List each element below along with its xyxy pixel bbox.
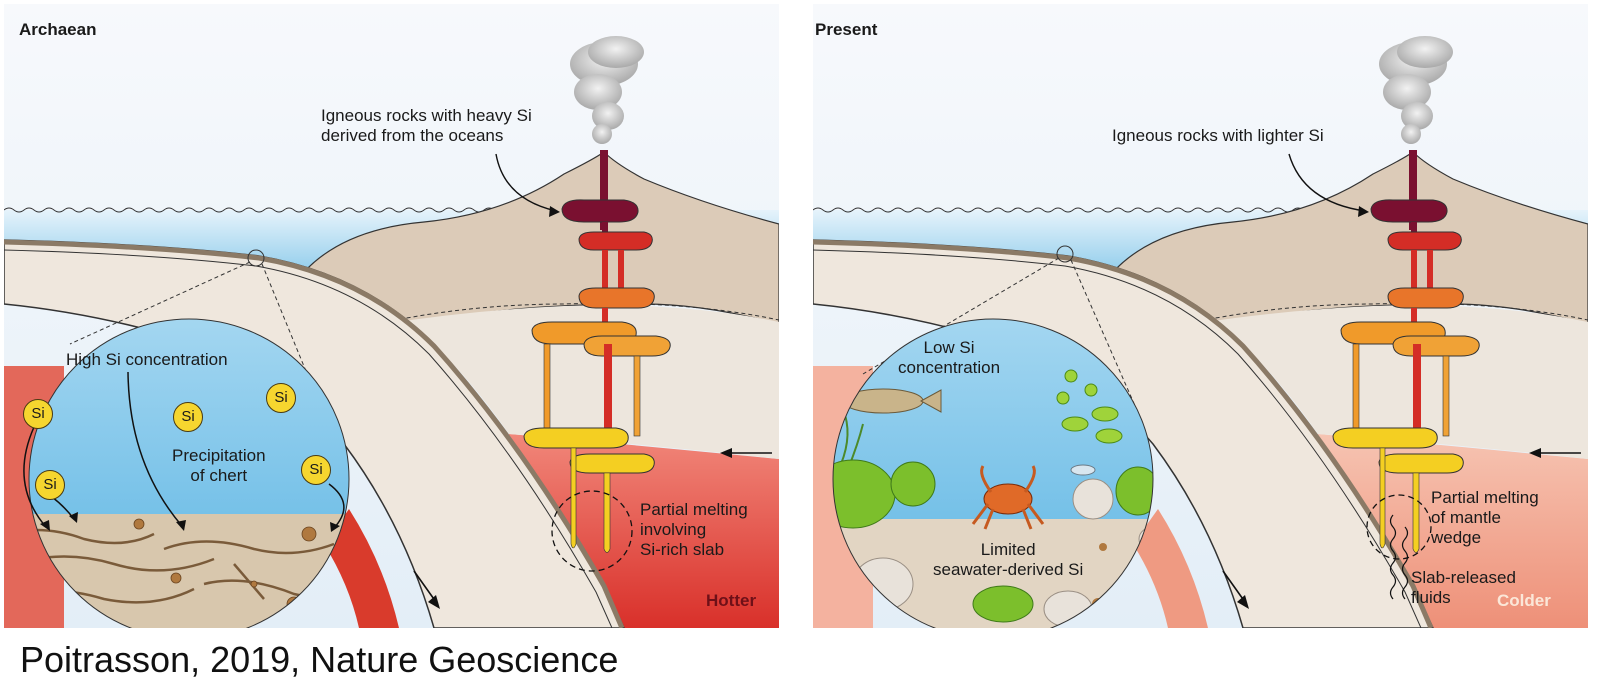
archaean-diagram	[4, 4, 779, 628]
plate-motion-arrow-right	[1529, 448, 1581, 458]
precipitation-label: Precipitation of chert	[172, 446, 266, 485]
melting-zone	[1366, 494, 1432, 560]
crab	[971, 465, 1045, 530]
archaean-panel: Archaean Igneous rocks with heavy Si der…	[4, 4, 779, 628]
present-panel: Present Igneous rocks with lighter Si Lo…	[813, 4, 1588, 628]
sea-surface	[4, 207, 505, 213]
limited-si-label: Limited seawater-derived Si	[933, 540, 1084, 579]
si-badge: Si	[173, 402, 203, 432]
zoom-line-left	[69, 261, 251, 345]
lithosphere-boundary	[385, 302, 779, 323]
igneous-arrow	[1288, 153, 1366, 212]
igneous-label: Igneous rocks with heavy Si derived from…	[321, 106, 532, 145]
subduction-arrow	[1222, 570, 1249, 609]
chert-cracks	[29, 528, 349, 604]
partial-melting-label: Partial melting involving Si-rich slab	[640, 500, 748, 559]
fluid-squiggles	[1389, 514, 1409, 600]
slab-fluids-label: Slab-released fluids	[1411, 568, 1516, 607]
zoom-marker	[247, 249, 265, 267]
inset-outline	[28, 318, 350, 628]
si-badge: Si	[301, 455, 331, 485]
panel-title: Present	[815, 20, 878, 39]
inset-outline	[832, 318, 1154, 628]
lithosphere	[384, 305, 779, 459]
concentration-label: High Si concentration	[66, 350, 228, 369]
present-diagram	[813, 4, 1588, 628]
igneous-arrowhead	[1358, 206, 1369, 217]
plate-motion-arrow-right	[720, 448, 772, 458]
slab-lower-cold	[1133, 509, 1208, 628]
subduction-arrow	[413, 570, 440, 609]
melting-zone	[551, 490, 633, 572]
ocean-floor-inset	[29, 319, 349, 628]
si-badge: Si	[23, 399, 53, 429]
magma-plumbing	[1332, 150, 1480, 553]
citation: Poitrasson, 2019, Nature Geoscience	[20, 639, 619, 680]
concentration-label: Low Si concentration	[898, 338, 1001, 377]
igneous-label: Igneous rocks with lighter Si	[1112, 126, 1324, 145]
plankton	[1056, 369, 1123, 444]
si-badge: Si	[35, 470, 65, 500]
partial-melting-label: Partial melting of mantle wedge	[1431, 488, 1539, 547]
temperature-label: Colder	[1497, 591, 1551, 610]
igneous-arrowhead	[549, 206, 560, 217]
zoom-line-right	[1070, 259, 1144, 425]
slab-surface-band	[813, 239, 1434, 628]
si-badge: Si	[266, 383, 296, 413]
volcanic-plume	[570, 36, 644, 144]
sea-surface	[813, 207, 1314, 213]
fish	[842, 388, 1096, 476]
slab-surface-band	[4, 239, 625, 628]
zoom-marker	[1056, 245, 1074, 263]
magma-plumbing	[523, 150, 671, 553]
igneous-arrow	[495, 153, 557, 212]
volcanic-plume	[1379, 36, 1453, 144]
inset-arrowheads	[40, 512, 340, 532]
lithosphere-boundary	[1194, 302, 1588, 323]
slab-lower-hot	[324, 509, 399, 628]
panel-title: Archaean	[19, 20, 97, 39]
lithosphere	[1193, 305, 1588, 459]
temperature-label: Hotter	[706, 591, 757, 610]
